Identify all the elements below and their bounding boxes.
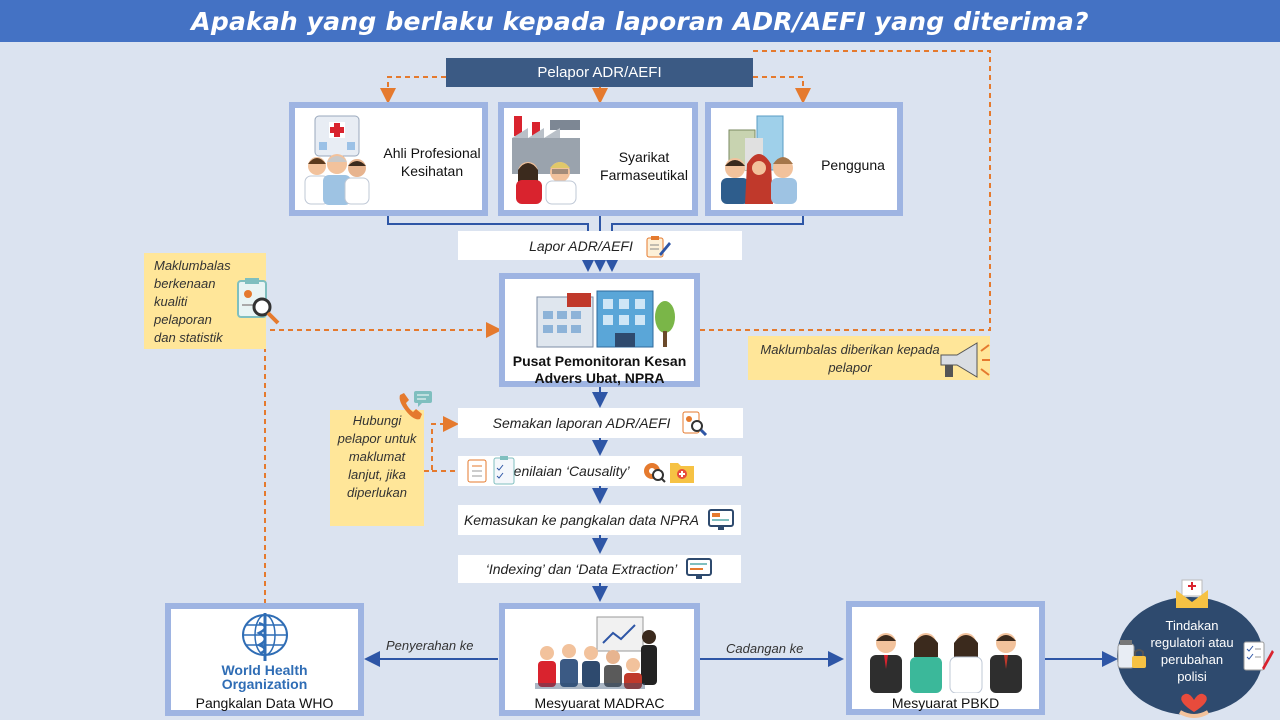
step-indexing-label: ‘Indexing’ dan ‘Data Extraction’ [485,561,678,577]
npra-center-label-line1: Pusat Pemonitoran Kesan [512,353,687,369]
heart-hand-icon [1179,693,1209,718]
pelapor-box: Pelapor ADR/AEFI [446,58,753,87]
reporter-label-consumer: Pengguna [821,157,885,173]
who-database-card: World Health Organization Pangkalan Data… [165,603,364,716]
step-semakan: Semakan laporan ADR/AEFI [458,408,743,438]
monitor-icon [708,509,735,530]
step-penilaian: Penilaian ‘Causality’ [458,456,742,486]
madrac-meeting-label: Mesyuarat MADRAC [534,695,665,711]
madrac-meeting-card: Mesyuarat MADRAC [499,603,700,716]
page-title: Apakah yang berlaku kepada laporan ADR/A… [0,0,1280,42]
clipboard-magnifier-icon [237,278,280,325]
checklist-icon [467,456,515,485]
note-hubungi: Hubungi pelapor untuk maklumat lanjut, j… [330,410,424,526]
checklist-pen-icon [1243,641,1274,671]
who-database-label: Pangkalan Data WHO [195,695,334,711]
pbkd-meeting-label: Mesyuarat PBKD [891,695,1000,711]
committee-icon [870,633,1022,693]
health-professional-icon [304,115,370,205]
note-maklumbalas-kualiti-text: Maklumbalas berkenaan kualiti pelaporan … [154,258,231,345]
who-logo-text: World Health Organization [171,663,358,691]
envelope-icon [1176,579,1208,608]
step-kemasukan: Kemasukan ke pangkalan data NPRA [458,505,741,535]
pbkd-meeting-card: Mesyuarat PBKD [846,601,1045,715]
document-search-icon [682,411,708,436]
tindakan-text: Tindakan regulatori atau perubahan polis… [1150,618,1234,684]
medicine-lock-icon [1117,640,1146,669]
penyerahan-label: Penyerahan ke [386,638,474,653]
phone-chat-icon [399,391,432,420]
megaphone-icon [940,342,990,378]
reporter-card-health-professional: Ahli Profesional Kesihatan [289,102,488,216]
factory-icon [512,116,580,205]
reporter-card-consumer: Pengguna [705,102,903,216]
reporter-label-pharma: Syarikat Farmaseutikal [600,149,688,183]
cadangan-label: Cadangan ke [726,641,804,656]
who-logo-line2: Organization [221,676,308,692]
note-maklumbalas-pelapor-text: Maklumbalas diberikan kepada pelapor [760,342,940,375]
reporter-card-pharma: Syarikat Farmaseutikal [498,102,698,216]
reporter-label-health-professional: Ahli Profesional Kesihatan [383,145,481,179]
step-lapor-label: Lapor ADR/AEFI [529,237,633,254]
consumers-icon [721,115,797,204]
step-semakan-label: Semakan laporan ADR/AEFI [492,415,671,431]
step-lapor: Lapor ADR/AEFI [458,231,742,260]
monitor-icon [686,558,713,579]
step-indexing: ‘Indexing’ dan ‘Data Extraction’ [458,555,741,583]
npra-center-label: Pusat Pemonitoran Kesan Advers Ubat, NPR… [505,353,694,387]
npra-center-card: Pusat Pemonitoran Kesan Advers Ubat, NPR… [499,273,700,387]
step-kemasukan-label: Kemasukan ke pangkalan data NPRA [463,512,700,528]
who-logo-line1: World Health [221,662,308,678]
gear-folder-icon [643,463,694,483]
note-hubungi-text: Hubungi pelapor untuk maklumat lanjut, j… [337,413,417,500]
meeting-icon [535,616,657,689]
clipboard-pencil-icon [646,235,671,257]
who-logo-icon [242,613,288,661]
step-penilaian-label: Penilaian ‘Causality’ [504,463,630,479]
note-maklumbalas-kualiti: Maklumbalas berkenaan kualiti pelaporan … [144,253,266,349]
npra-center-label-line2: Advers Ubat, NPRA [534,370,665,386]
npra-building-icon [536,290,675,348]
